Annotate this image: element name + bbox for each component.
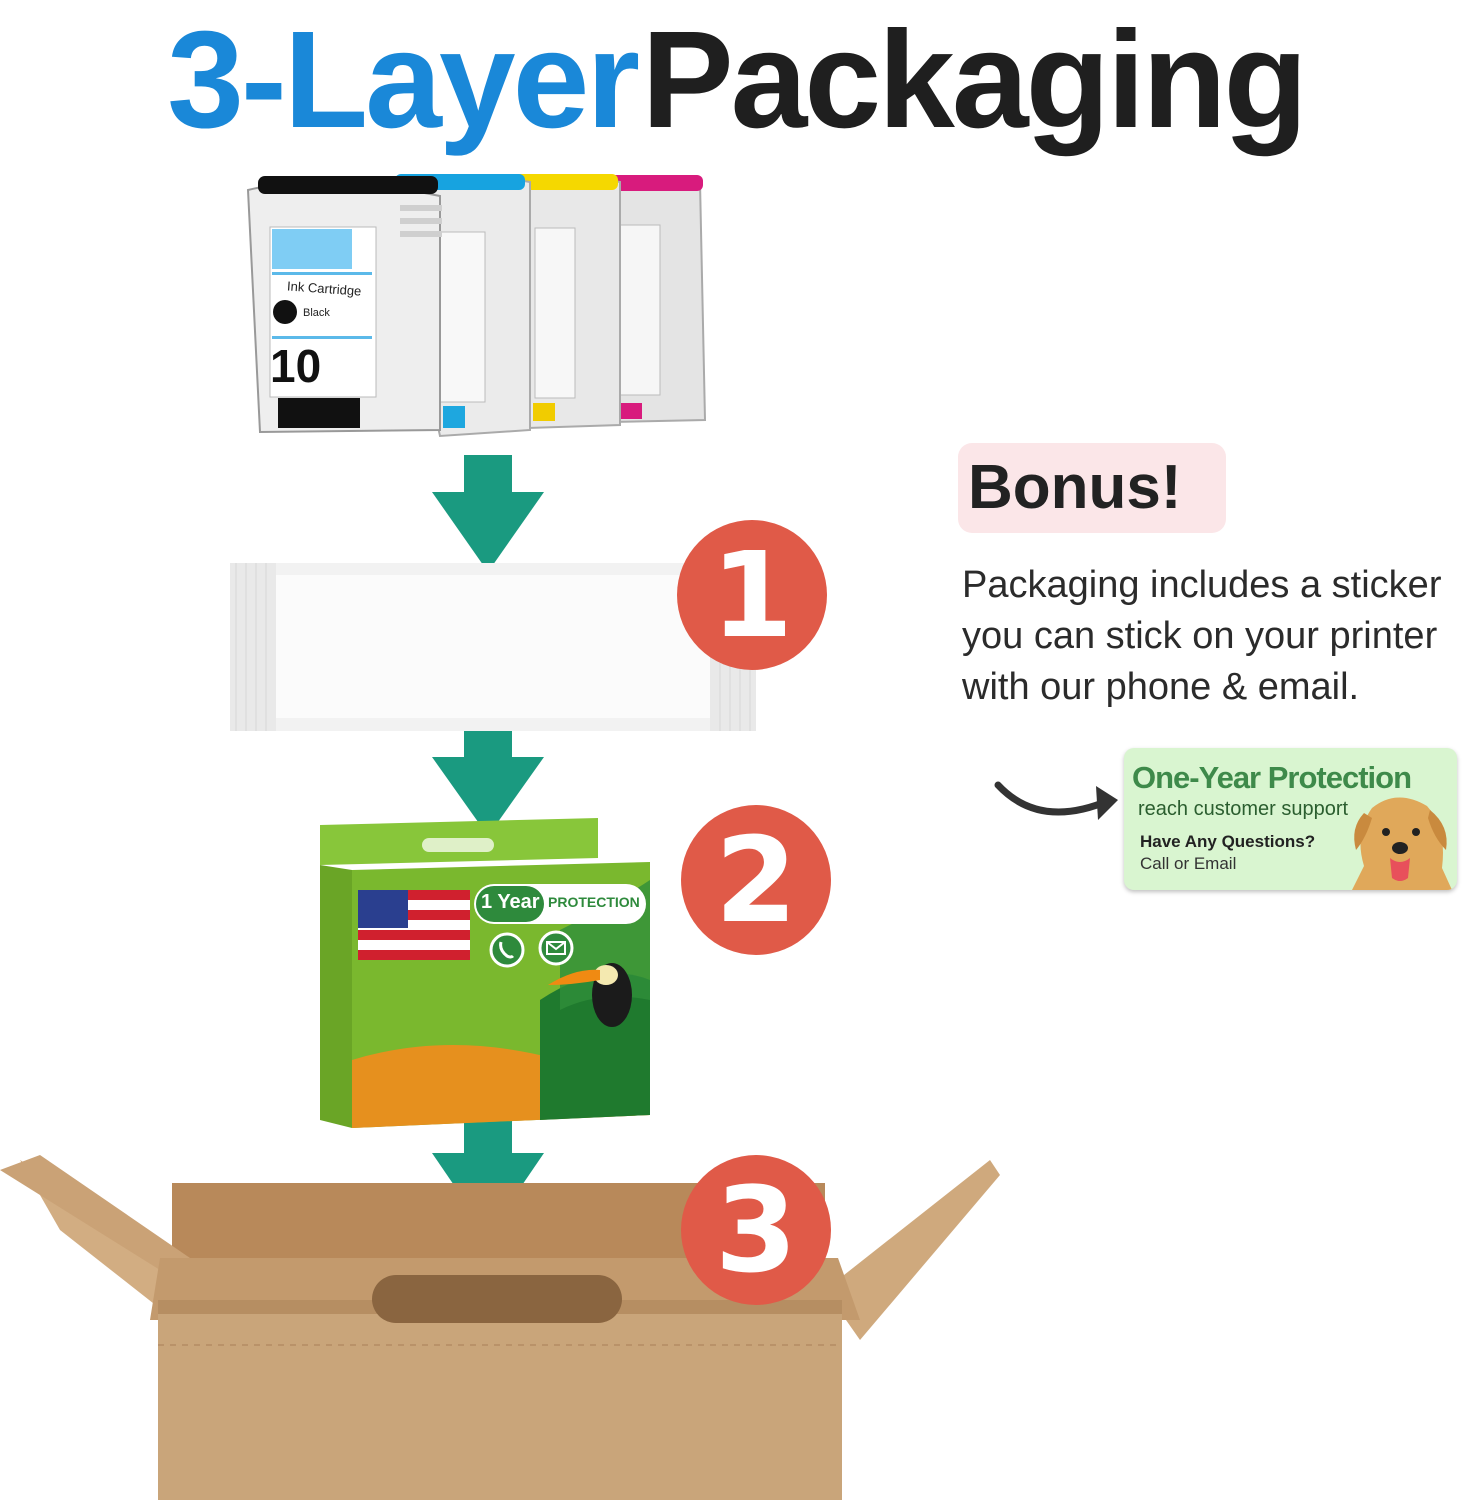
phone-icon bbox=[489, 932, 525, 968]
sticker-question: Have Any Questions? bbox=[1140, 832, 1316, 851]
protection-sticker: One-Year Protection reach customer suppo… bbox=[1124, 748, 1457, 890]
toucan-illustration bbox=[548, 963, 632, 1027]
step-1-circle: 1 bbox=[677, 520, 827, 670]
curved-arrow-head bbox=[1096, 786, 1118, 820]
box-badge-text: PROTECTION bbox=[548, 894, 640, 910]
title-part-1: 3-Layer bbox=[167, 3, 640, 157]
curved-arrow bbox=[994, 781, 1114, 816]
sticker-contact: Call or Email bbox=[1140, 854, 1237, 873]
cartridge-color-name: Black bbox=[303, 307, 330, 319]
step-3-circle: 3 bbox=[681, 1155, 831, 1305]
box-badge-bold: 1 Year bbox=[481, 891, 540, 913]
us-flag bbox=[358, 890, 470, 960]
shipping-box bbox=[0, 1155, 1000, 1500]
step-2-circle: 2 bbox=[681, 805, 831, 955]
cartridge-model: 10 bbox=[270, 340, 322, 392]
dog-illustration bbox=[1352, 797, 1452, 890]
black-cartridge bbox=[246, 176, 442, 434]
title-part-2: Packaging bbox=[641, 3, 1308, 157]
arrow-to-layer-1 bbox=[432, 455, 544, 572]
ink-cartridges bbox=[246, 174, 707, 438]
bonus-description: Packaging includes a sticker you can sti… bbox=[962, 564, 1442, 708]
page-title: 3-Layer Packaging bbox=[0, 0, 1472, 160]
sticker-subtitle: reach customer support bbox=[1138, 798, 1349, 820]
bonus-label: Bonus! bbox=[968, 453, 1182, 522]
arrow-to-layer-2 bbox=[432, 722, 544, 836]
protection-badge-left bbox=[476, 886, 544, 922]
sticker-title: One-Year Protection bbox=[1132, 760, 1412, 795]
bonus-badge bbox=[958, 443, 1226, 533]
